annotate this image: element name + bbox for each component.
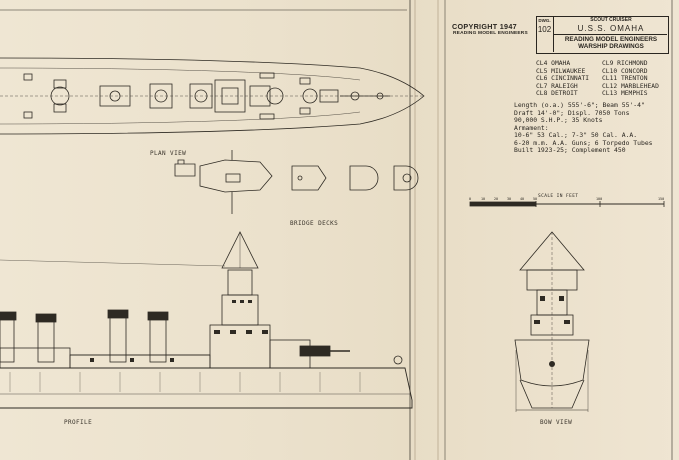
ship-specifications: Length (o.a.) 555'-6"; Beam 55'-4" Draft… [514,101,653,155]
ship-entry: CL11 TRENTON [602,75,648,83]
plan-view-hull [0,57,425,135]
paper-fold [414,0,416,460]
ship-list-row: CL8 DETROIT CL13 MEMPHIS [536,90,659,98]
scale-bar [469,201,665,207]
ship-list-row: CL7 RALEIGH CL12 MARBLEHEAD [536,83,659,91]
company-line-1: READING MODEL ENGINEERS [564,36,658,43]
scale-tick: 20 [494,197,499,201]
scale-label: SCALE IN FEET [538,194,579,199]
scale-tick: 30 [507,197,512,201]
ship-name: U.S.S. OMAHA [577,24,645,33]
profile-label: PROFILE [64,419,93,426]
scale-tick: 50 [533,197,538,201]
ship-entry: CL5 MILWAUKEE [536,67,586,75]
scale-tick: 40 [520,197,525,201]
ship-list-row: CL4 OMAHA CL9 RICHMOND [536,60,659,68]
plan-view-label: PLAN VIEW [150,150,187,157]
paper-fold [437,0,439,460]
dwg-label: DWG. [538,18,551,23]
publisher-name: READING MODEL ENGINEERS [453,31,528,36]
company-name: READING MODEL ENGINEERS WARSHIP DRAWINGS [556,36,666,50]
company-line-2: WARSHIP DRAWINGS [578,43,644,50]
ship-entry: CL13 MEMPHIS [602,90,648,98]
scale-tick: 0 [469,197,472,201]
spec-line: 90,000 S.H.P.; 35 Knots [514,116,603,124]
bridge-deck-plans [174,150,419,214]
scale-tick: 100 [596,197,603,201]
spec-line: 6-20 m.m. A.A. Guns; 6 Torpedo Tubes [514,138,653,147]
ship-class: SCOUT CRUISER [590,17,632,23]
title-block [536,16,669,54]
drawing-number-box: DWG. 102 [536,16,554,52]
ship-list-row: CL6 CINCINNATI CL11 TRENTON [536,75,659,83]
profile-view [0,231,413,409]
copyright-notice: COPYRIGHT 1947 [452,22,517,31]
spec-line: Armament: [514,123,549,132]
ship-entry: CL9 RICHMOND [602,60,648,67]
spec-line: Built 1923-25; Complement 450 [514,146,626,154]
ship-entry: CL6 CINCINNATI [536,75,590,83]
ship-entry: CL7 RALEIGH [536,82,578,90]
spec-line: Length (o.a.) 555'-6"; Beam 55'-4" [514,101,645,109]
ship-list: CL4 OMAHA CL9 RICHMOND CL5 MILWAUKEE CL10 … [536,60,659,98]
spec-line: 10-6" 53 Cal.; 7-3" 50 Cal. A.A. [514,131,638,139]
scale-tick: 150 [658,197,665,201]
ship-list-row: CL5 MILWAUKEE CL10 CONCORD [536,68,659,76]
bow-view-label: BOW VIEW [540,419,573,426]
spec-line: Draft 14'-0"; Displ. 7050 Tons [514,108,630,117]
dwg-number: 102 [537,25,552,34]
bridge-decks-label: BRIDGE DECKS [290,220,339,227]
scale-tick: 10 [481,197,486,201]
ship-entry: CL12 MARBLEHEAD [602,82,659,90]
title-divider [554,34,667,35]
ship-entry: CL8 DETROIT [536,90,578,98]
ship-entry: CL4 OMAHA [536,60,571,67]
bow-view [514,231,590,412]
ship-entry: CL10 CONCORD [602,67,648,75]
